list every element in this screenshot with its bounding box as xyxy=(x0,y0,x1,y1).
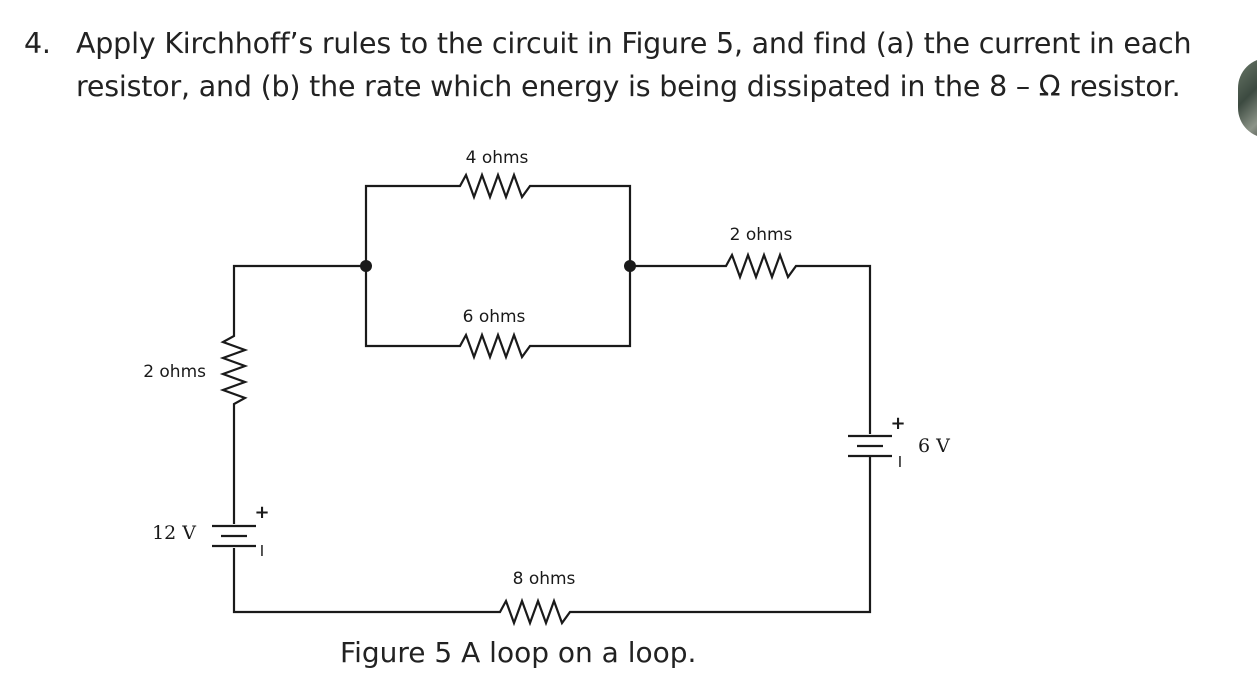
battery-12v-plus: + xyxy=(254,502,269,523)
question-line-1: 4. Apply Kirchhoff’s rules to the circuit… xyxy=(24,22,1239,65)
label-resistor-4ohm: 4 ohms xyxy=(466,148,529,168)
label-resistor-8ohm: 8 ohms xyxy=(513,569,576,589)
label-resistor-6ohm: 6 ohms xyxy=(463,307,526,327)
label-battery-6v: 6 V xyxy=(918,435,950,457)
battery-6v-plus: + xyxy=(890,413,905,434)
question-number: 4. xyxy=(24,27,51,60)
battery-6v-minus: I xyxy=(898,453,902,471)
question-text: 4. Apply Kirchhoff’s rules to the circuit… xyxy=(24,22,1239,108)
corner-photo-thumbnail xyxy=(1238,58,1257,138)
wire-right-top xyxy=(630,251,872,434)
wire-left-bottom xyxy=(232,456,872,627)
label-resistor-2ohm-left: 2 ohms xyxy=(143,362,206,382)
question-line-1-text: Apply Kirchhoff’s rules to the circuit i… xyxy=(76,27,1192,60)
question-line-2: resistor, and (b) the rate which energy … xyxy=(76,70,1181,103)
label-battery-12v: 12 V xyxy=(152,522,196,544)
wire-left-top xyxy=(219,264,366,524)
battery-12v-minus: I xyxy=(260,542,264,560)
wire-bottom-parallel xyxy=(364,266,632,361)
figure-caption: Figure 5 A loop on a loop. xyxy=(340,636,697,669)
junction-left xyxy=(360,260,372,272)
junction-right xyxy=(624,260,636,272)
label-resistor-2ohm-right: 2 ohms xyxy=(730,225,793,245)
wire-top-parallel xyxy=(364,171,632,266)
